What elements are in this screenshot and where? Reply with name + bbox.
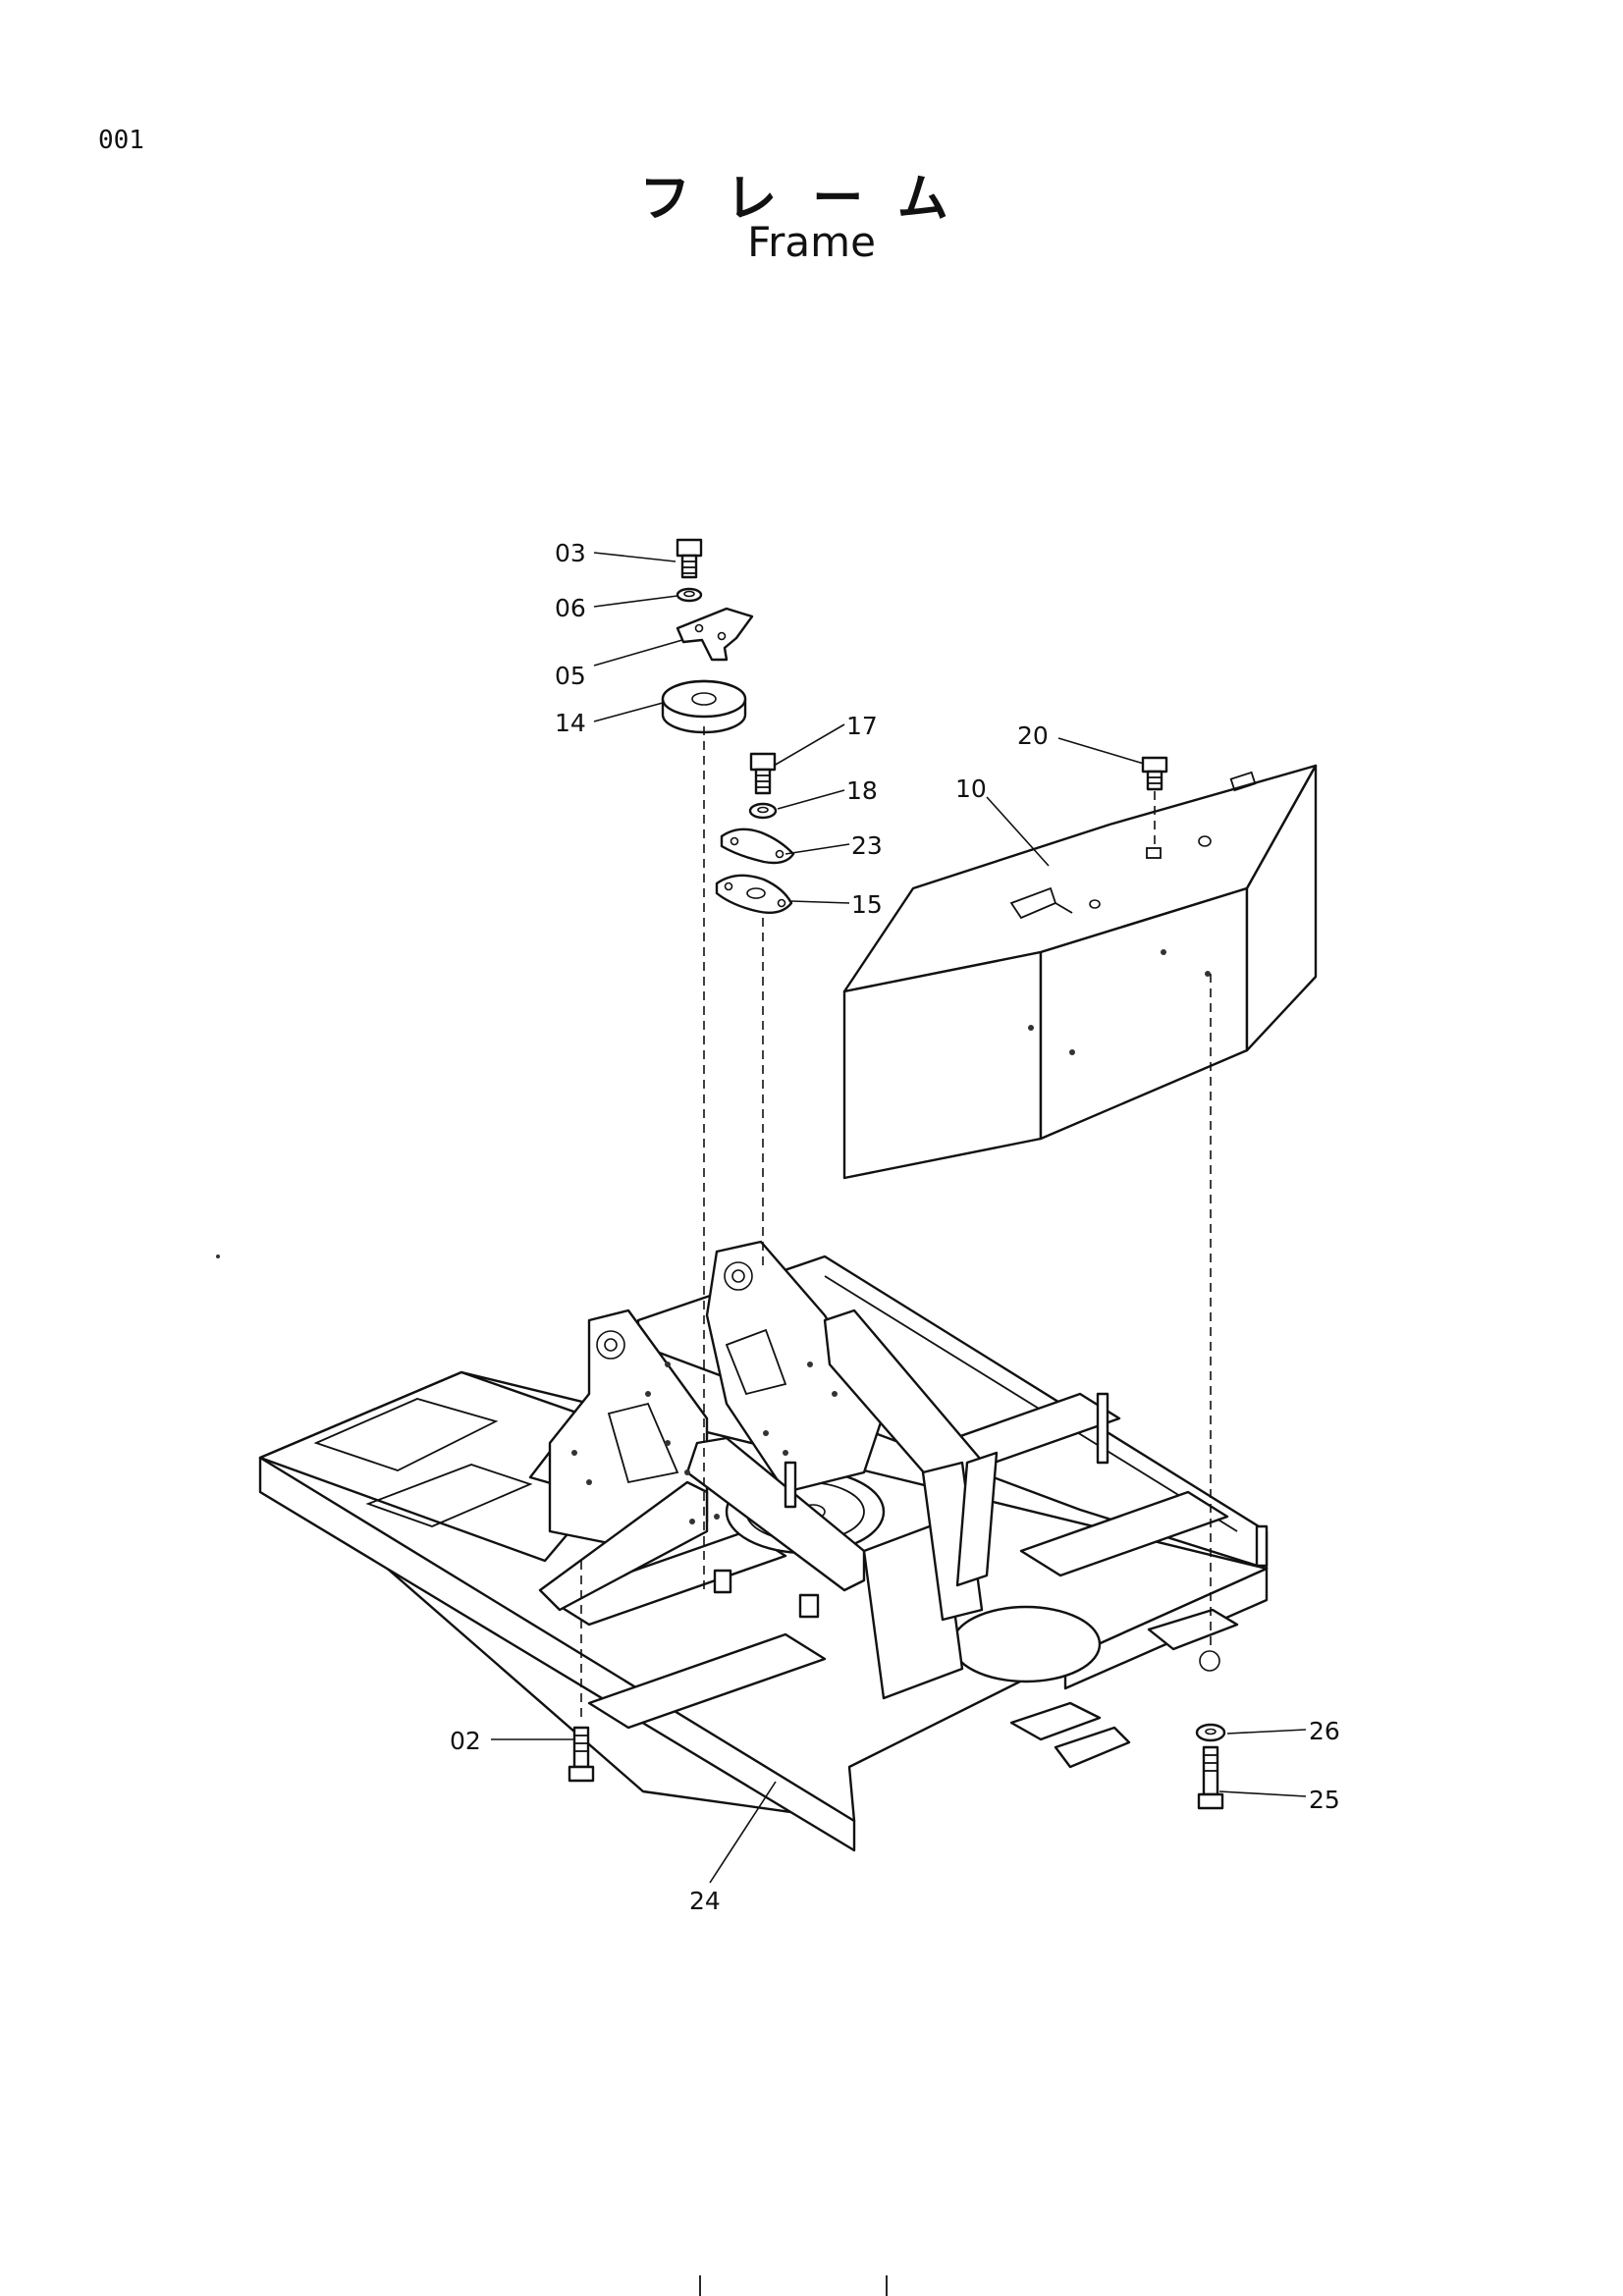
plate-part-05 [676,607,754,662]
callout-24: 24 [689,1887,721,1915]
washer-part-26 [1195,1723,1226,1742]
plate-part-15 [715,874,793,914]
callout-05: 05 [555,662,586,690]
callout-25: 25 [1309,1786,1340,1814]
page-marks [216,1255,888,2296]
bolt-part-02 [568,1726,595,1783]
bolt-part-17 [749,752,777,795]
callout-26: 26 [1309,1717,1340,1745]
callout-14: 14 [555,709,586,737]
alignment-lines [580,726,1212,1723]
callout-17: 17 [846,712,878,740]
washer-part-06 [676,587,703,603]
callout-02: 02 [450,1727,481,1755]
callout-03: 03 [555,539,586,567]
bolt-part-25 [1197,1745,1224,1810]
washer-part-18 [748,802,778,820]
bolt-part-03 [676,538,703,579]
plate-part-23 [720,828,795,865]
callout-10: 10 [955,774,987,803]
diagram-title: Frame [747,218,876,266]
mount-part-14 [661,679,747,734]
page-number: 001 [98,126,144,155]
diagram-title-jp: フレーム [639,170,984,229]
counterweight-part-10 [842,764,1318,1180]
callout-20: 20 [1017,721,1049,750]
main-frame-part-24 [258,1240,1269,1852]
callout-labels: 03 06 05 14 17 18 23 15 10 20 02 26 25 2… [450,539,1340,1915]
callout-23: 23 [851,831,883,860]
leader-lines [491,552,1307,1884]
callout-15: 15 [851,890,883,919]
callout-18: 18 [846,776,878,805]
callout-06: 06 [555,594,586,622]
bolt-part-20 [1141,756,1168,791]
